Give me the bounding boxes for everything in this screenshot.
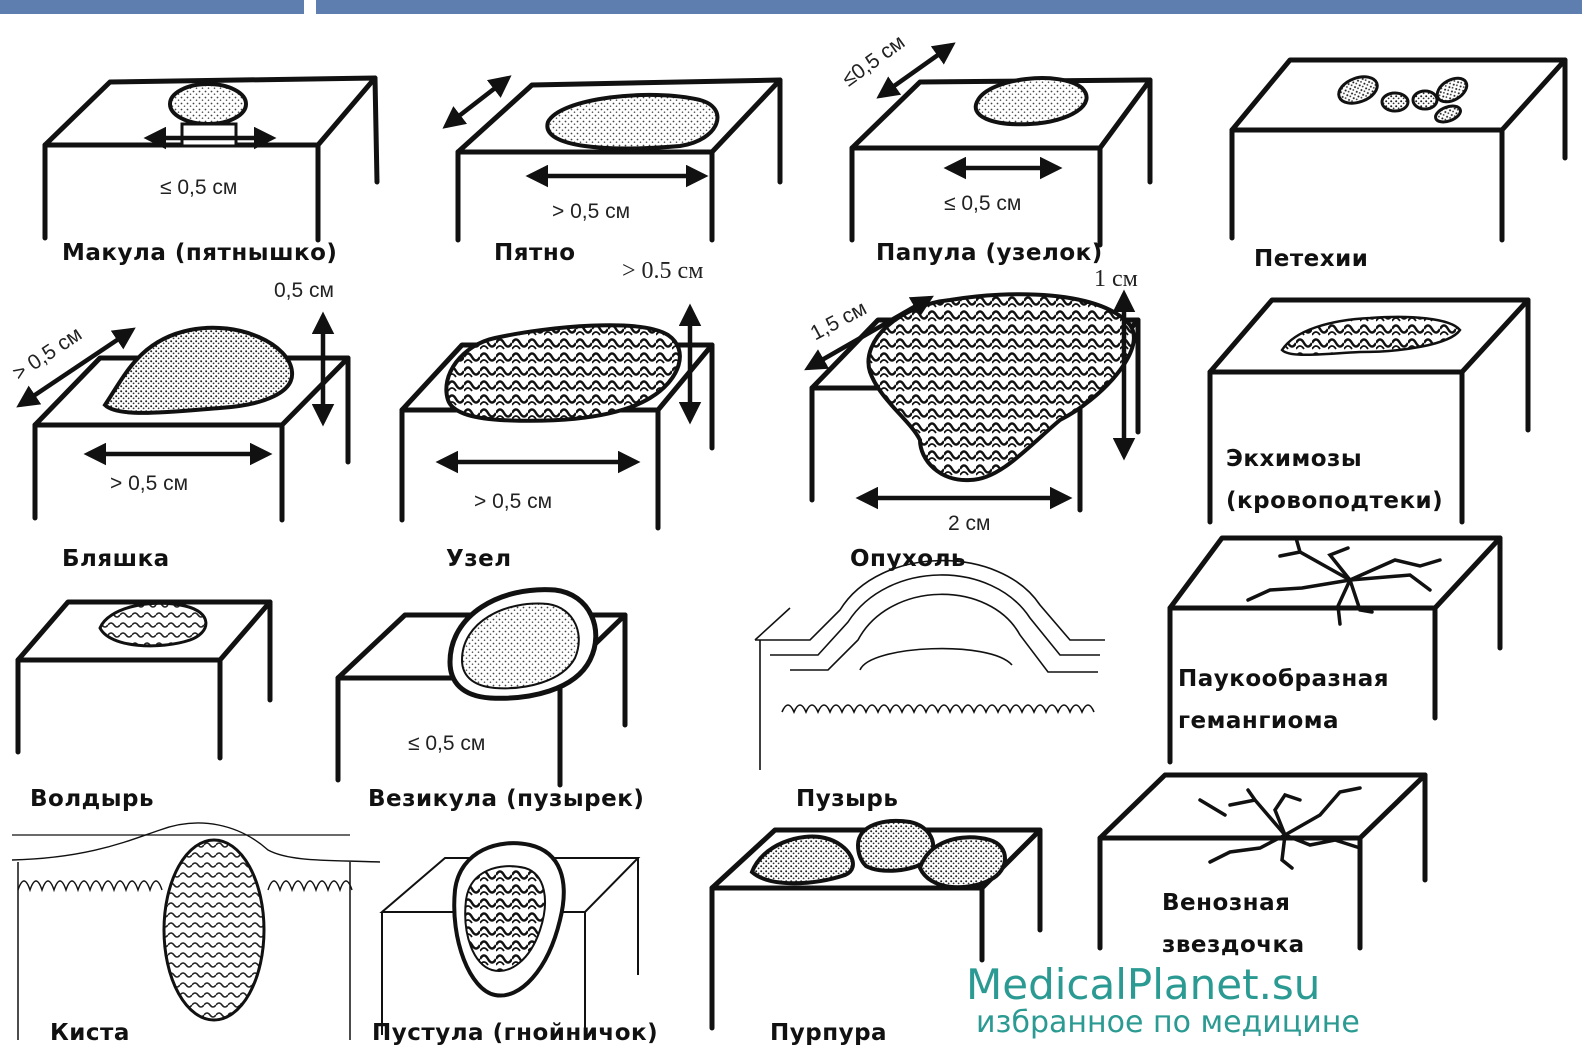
label-plaque: Бляшка	[62, 546, 170, 572]
label-venous-1: Венозная	[1162, 890, 1290, 916]
wheal-lesion	[100, 603, 206, 646]
box-venous	[1100, 775, 1425, 948]
label-ecchymosis-1: Экхимозы	[1226, 446, 1362, 472]
tumor-lesion	[868, 294, 1133, 480]
label-ecchymosis-2: (кровоподтеки)	[1226, 488, 1443, 514]
node-lesion	[446, 325, 680, 421]
bulla-illustration	[755, 561, 1105, 770]
petechiae-spots	[1335, 72, 1471, 125]
label-purpura: Пурпура	[770, 1020, 887, 1046]
papule-lesion	[976, 78, 1087, 124]
label-spot: Пятно	[494, 240, 576, 266]
label-wheal: Волдырь	[30, 786, 154, 812]
label-macula: Макула (пятнышко)	[62, 240, 337, 266]
watermark-site[interactable]: MedicalPlanet.su	[966, 960, 1320, 1009]
dim-vesicle-w: ≤ 0,5 см	[408, 732, 485, 756]
label-papule: Папула (узелок)	[876, 240, 1103, 266]
plaque-lesion	[105, 328, 292, 413]
dim-macula-w: ≤ 0,5 см	[160, 176, 237, 200]
spider-vessels	[1248, 538, 1440, 624]
vesicle-lesion	[450, 590, 596, 699]
dim-plaque-w: > 0,5 см	[110, 472, 188, 496]
pustule-lesion	[454, 843, 564, 995]
cyst-illustration	[12, 823, 380, 1040]
label-vesicle: Везикула (пузырек)	[368, 786, 644, 812]
label-spider-1: Паукообразная	[1178, 666, 1389, 692]
dim-papule-w: ≤ 0,5 см	[944, 192, 1021, 216]
ecchymosis-lesion	[1282, 317, 1460, 355]
box-petechiae	[1232, 60, 1565, 240]
dim-tumor-w: 2 см	[948, 512, 990, 536]
label-node: Узел	[446, 546, 512, 572]
dim-node-w: > 0,5 см	[474, 490, 552, 514]
dim-plaque-h: 0,5 см	[274, 279, 334, 303]
watermark-tagline: избранное по медицине	[976, 1005, 1360, 1040]
label-petechiae: Петехии	[1254, 246, 1368, 272]
label-spider-2: гемангиома	[1178, 708, 1339, 734]
label-cyst: Киста	[50, 1020, 130, 1046]
spot-lesion	[547, 95, 717, 149]
dim-node-h: > 0.5 см	[622, 258, 703, 285]
arrow-spot-diag	[446, 78, 508, 126]
dim-spot-w: > 0,5 см	[552, 200, 630, 224]
dim-tumor-h: 1 см	[1094, 266, 1138, 293]
venous-vessels	[1200, 788, 1360, 868]
label-venous-2: звездочка	[1162, 932, 1305, 958]
label-pustule: Пустула (гнойничок)	[372, 1020, 658, 1046]
label-tumor: Опухоль	[850, 546, 966, 572]
label-bulla: Пузырь	[796, 786, 898, 812]
macula-lesion	[170, 84, 246, 124]
